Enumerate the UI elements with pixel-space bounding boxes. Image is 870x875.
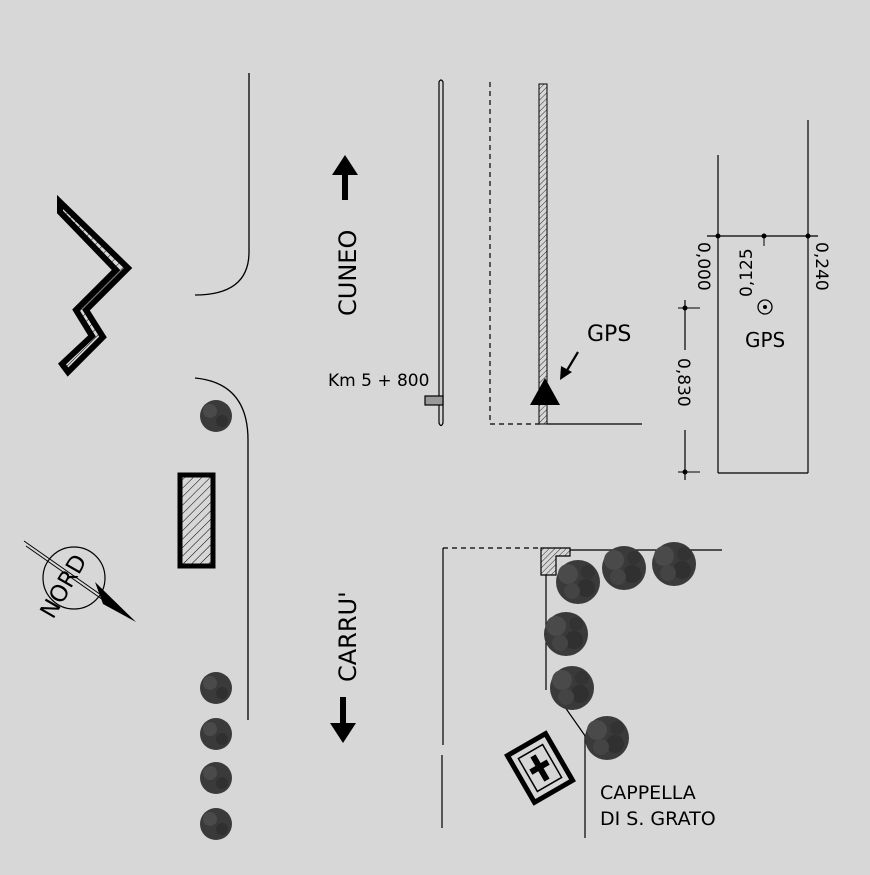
tree-icon [556,560,600,604]
gps-triangle-icon [530,378,560,405]
arrow-down-icon [330,697,356,743]
north-compass-icon: NORD [23,540,136,623]
dimension-ticks [678,233,811,475]
gps-arrow-icon [560,351,579,380]
tree-icon [200,808,232,840]
dimension-distance: 0,830 [673,358,693,407]
tree-icon [200,400,232,432]
sidewalk-hatched [538,83,548,425]
gps-detail-label: GPS [745,328,785,352]
road-edge-lower-west [194,377,249,720]
km-marker-post [424,395,444,406]
direction-carru: CARRU' [334,591,362,682]
trees-east [544,542,696,760]
road-edges-east [438,79,722,838]
building-hatched-west [177,472,216,569]
tree-icon [585,716,629,760]
chapel-label-line1: CAPPELLA [600,782,696,804]
road-edge-upper-west [194,73,250,296]
road-edges-west [194,73,250,720]
dimension-offset-left: 0,000 [693,242,713,291]
dimension-offset-mid: 0,125 [737,248,757,297]
km-marker-label: Km 5 + 800 [328,371,429,391]
tree-icon [550,666,594,710]
tree-icon [200,672,232,704]
corner-sidewalk [540,547,571,576]
chapel-icon [504,730,576,806]
tree-icon [200,762,232,794]
chapel-label-line2: DI S. GRATO [600,808,716,830]
tree-icon [544,612,588,656]
traffic-island [438,79,444,427]
gps-point-icon [757,299,773,315]
gps-label: GPS [587,322,631,347]
tree-icon [602,546,646,590]
building-hatched-north [57,194,133,377]
arrow-up-icon [332,155,358,200]
direction-cuneo: CUNEO [334,230,362,316]
dashed-lane-north [489,82,540,425]
gps-detail [684,120,818,480]
tree-icon [200,718,232,750]
trees-west [200,400,232,840]
dimension-offset-right: 0,240 [811,242,831,291]
tree-icon [652,542,696,586]
